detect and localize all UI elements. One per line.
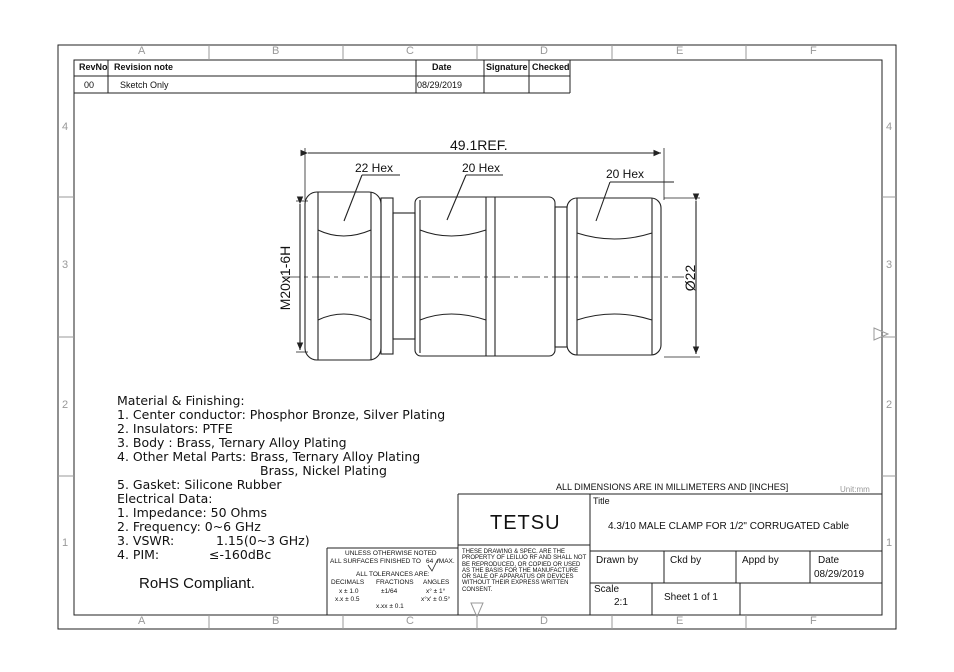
rev-header-signature: Signature xyxy=(486,62,528,72)
rev-header-note: Revision note xyxy=(114,62,174,72)
grid-row-3-right: 3 xyxy=(886,259,893,271)
tol-finish-suffix: /MAX. xyxy=(437,558,455,565)
note-line: 4. PIM: xyxy=(117,547,160,562)
grid-col-d-top: D xyxy=(540,45,548,57)
grid-col-d-bottom: D xyxy=(540,615,548,627)
grid-row-4-right: 4 xyxy=(886,121,893,133)
note-line: Brass, Nickel Plating xyxy=(260,463,387,478)
rev-row-revno: 00 xyxy=(84,80,95,90)
dimensions-note: ALL DIMENSIONS ARE IN MILLIMETERS AND [I… xyxy=(556,482,789,492)
tol-finish: 64 xyxy=(426,558,434,565)
note-line: 2. Insulators: PTFE xyxy=(117,421,233,436)
note-line: 5. Gasket: Silicone Rubber xyxy=(117,477,282,492)
note-line: 2. Frequency: 0~6 GHz xyxy=(117,519,261,534)
title-label: Title xyxy=(593,496,610,506)
ckd-by-label: Ckd by xyxy=(670,555,702,566)
tol-decimal-3: x.xx ± 0.1 xyxy=(376,603,404,610)
unit-label: Unit:mm xyxy=(840,485,870,494)
grid-row-4-left: 4 xyxy=(62,121,69,133)
drawing-title: 4.3/10 MALE CLAMP FOR 1/2" CORRUGATED Ca… xyxy=(608,521,850,532)
grid-col-a-top: A xyxy=(138,45,146,57)
grid-row-1-right: 1 xyxy=(886,537,893,549)
vswr-value: 1.15(0~3 GHz) xyxy=(216,533,310,548)
grid-col-f-top: F xyxy=(810,45,817,57)
tol-col-fractions: FRACTIONS xyxy=(376,579,414,586)
rev-header-checked: Checked xyxy=(532,62,570,72)
scale-label: Scale xyxy=(594,584,620,595)
proprietary-notice: THESE DRAWING & SPEC. ARE THE PROPERTY O… xyxy=(462,549,587,593)
overall-length-dimension: 49.1REF. xyxy=(450,137,508,153)
rev-header-revno: RevNo xyxy=(79,62,108,72)
tol-col-decimals: DECIMALS xyxy=(331,579,365,586)
grid-row-3-left: 3 xyxy=(62,259,69,271)
appd-by-label: Appd by xyxy=(742,555,779,566)
grid-col-c-top: C xyxy=(406,45,414,57)
rohs-statement: RoHS Compliant. xyxy=(139,575,255,592)
grid-col-f-bottom: F xyxy=(810,615,817,627)
grid-col-e-bottom: E xyxy=(676,615,684,627)
grid-row-2-right: 2 xyxy=(886,399,893,411)
rev-header-date: Date xyxy=(432,62,452,72)
note-line: 1. Center conductor: Phosphor Bronze, Si… xyxy=(117,407,446,422)
grid-row-2-left: 2 xyxy=(62,399,69,411)
grid-col-e-top: E xyxy=(676,45,684,57)
note-line: 3. VSWR: xyxy=(117,533,175,548)
grid-col-a-bottom: A xyxy=(138,615,146,627)
note-line: Material & Finishing: xyxy=(117,393,245,408)
tol-angle-2: x°x' ± 0.5° xyxy=(421,596,451,603)
tol-fraction: ±1/64 xyxy=(381,588,398,595)
tol-decimal-1: x ± 1.0 xyxy=(339,588,359,595)
note-line: 1. Impedance: 50 Ohms xyxy=(117,505,267,520)
rev-row-date: 08/29/2019 xyxy=(417,80,463,90)
hex-label-left: 22 Hex xyxy=(355,161,394,175)
drawn-by-label: Drawn by xyxy=(596,555,639,566)
hex-label-body: 20 Hex xyxy=(462,161,501,175)
date-label: Date xyxy=(818,555,840,566)
scale-value: 2:1 xyxy=(614,597,628,608)
tol-decimal-2: x.x ± 0.5 xyxy=(335,596,360,603)
hex-label-right: 20 Hex xyxy=(606,167,645,181)
tol-col-angles: ANGLES xyxy=(423,579,450,586)
tol-angle-1: x° ± 1° xyxy=(426,588,446,595)
sheet-number: Sheet 1 of 1 xyxy=(664,592,718,603)
tol-line1: UNLESS OTHERWISE NOTED xyxy=(345,550,437,557)
note-line: Electrical Data: xyxy=(117,491,213,506)
note-line: 4. Other Metal Parts: Brass, Ternary All… xyxy=(117,449,421,464)
rev-row-note: Sketch Only xyxy=(120,80,169,90)
grid-col-c-bottom: C xyxy=(406,615,414,627)
grid-row-1-left: 1 xyxy=(62,537,69,549)
pim-value: ≤-160dBc xyxy=(209,547,272,562)
tol-heading: ALL TOLERANCES ARE: xyxy=(356,571,430,578)
grid-col-b-bottom: B xyxy=(272,615,280,627)
tol-line2: ALL SURFACES FINISHED TO xyxy=(330,558,421,565)
grid-col-b-top: B xyxy=(272,45,280,57)
date-value: 08/29/2019 xyxy=(814,569,865,580)
note-line: 3. Body : Brass, Ternary Alloy Plating xyxy=(117,435,347,450)
company-logo: TETSU xyxy=(490,512,561,534)
